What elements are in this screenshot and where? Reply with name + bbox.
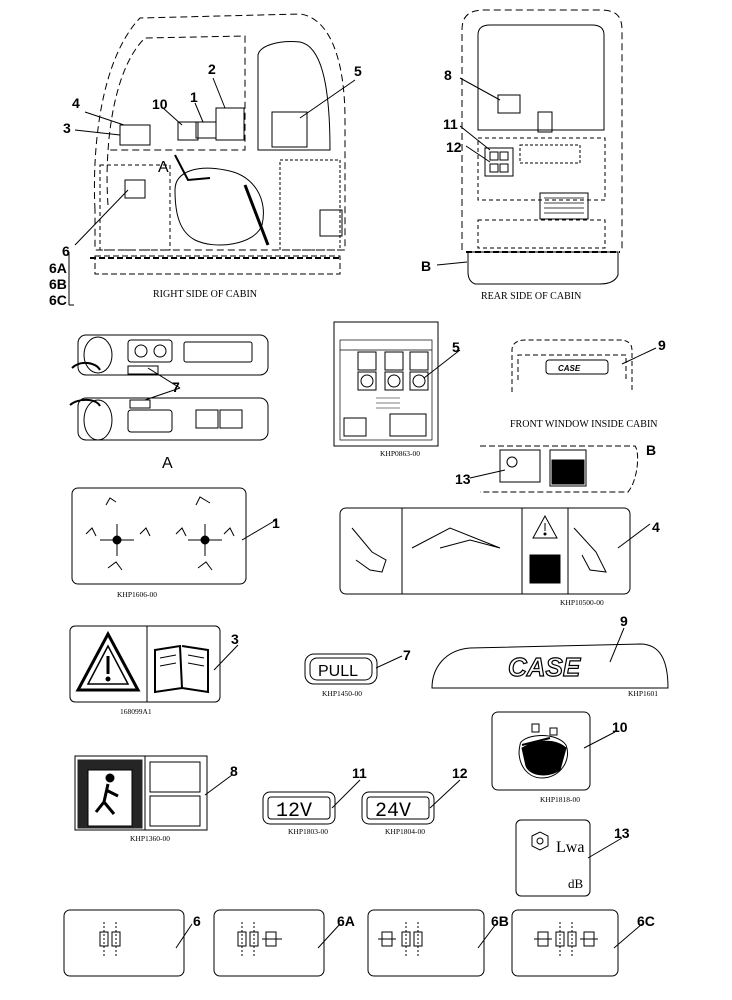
callout-6a-decal: 6A bbox=[337, 913, 355, 929]
callout-1-decal: 1 bbox=[272, 515, 280, 531]
decal-5-code: KHP0863-00 bbox=[380, 449, 420, 458]
callout-6-decal: 6 bbox=[193, 913, 201, 929]
callout-1: 1 bbox=[190, 89, 198, 105]
callout-10: 10 bbox=[152, 96, 168, 112]
warning-triangle-icon bbox=[75, 630, 141, 692]
text-12v: 12V bbox=[276, 800, 312, 823]
decal-1-code: KHP1606-00 bbox=[117, 590, 157, 599]
view-b-label: B bbox=[646, 442, 656, 458]
view-b-marker: B bbox=[421, 258, 431, 274]
callout-7-decal: 7 bbox=[403, 647, 411, 663]
caption-right-side: RIGHT SIDE OF CABIN bbox=[153, 289, 257, 300]
decal-10-battery-switch bbox=[491, 711, 616, 791]
callout-3-decal: 3 bbox=[231, 631, 239, 647]
callout-9-decal: 9 bbox=[620, 613, 628, 629]
text-24v: 24V bbox=[375, 800, 411, 823]
callout-8-decal: 8 bbox=[230, 763, 238, 779]
decal-7-pull bbox=[304, 653, 403, 685]
view-b-panel bbox=[469, 445, 639, 493]
callout-12-decal: 12 bbox=[452, 765, 468, 781]
case-logo-text: CASE bbox=[508, 652, 581, 682]
callout-6b: 6B bbox=[49, 276, 67, 292]
db-text: dB bbox=[568, 876, 584, 891]
lwa-text: Lwa bbox=[556, 839, 584, 856]
joystick-pattern-icon bbox=[85, 496, 235, 571]
callout-5-decal: 5 bbox=[452, 339, 460, 355]
right-side-leaders bbox=[68, 77, 356, 306]
decal-11-code: KHP1803-00 bbox=[288, 827, 328, 836]
view-a-caption: A bbox=[162, 455, 173, 472]
callout-4: 4 bbox=[72, 95, 80, 111]
rear-side-cabin-view bbox=[461, 9, 623, 285]
decal-13-noise-level bbox=[515, 819, 623, 897]
decal-5-instruction-chart bbox=[333, 321, 461, 447]
decal-6b bbox=[367, 909, 497, 977]
callout-6c: 6C bbox=[49, 292, 67, 308]
callout-11: 11 bbox=[443, 116, 458, 132]
callout-8: 8 bbox=[444, 67, 452, 83]
callout-12: 12 bbox=[446, 139, 462, 155]
decal-6 bbox=[63, 909, 193, 977]
callout-6b-decal: 6B bbox=[491, 913, 509, 929]
decal-4-code: KHP10500-00 bbox=[560, 598, 604, 607]
decal-10-code: KHP1818-00 bbox=[540, 795, 580, 804]
decal-6a bbox=[213, 909, 341, 977]
callout-13-decal: 13 bbox=[614, 825, 630, 841]
callout-9-window: 9 bbox=[658, 337, 666, 353]
exit-icon bbox=[77, 759, 143, 829]
callout-3: 3 bbox=[63, 120, 71, 136]
decal-11-12v bbox=[262, 779, 361, 825]
noise-icon bbox=[531, 831, 549, 851]
decal-9-case-logo bbox=[431, 627, 669, 689]
view-a-marker: A bbox=[158, 159, 169, 176]
callout-11-decal: 11 bbox=[352, 765, 367, 781]
right-side-cabin-view bbox=[90, 13, 346, 275]
decal-4-boom-warning bbox=[339, 507, 651, 595]
decal-7-code: KHP1450-00 bbox=[322, 689, 362, 698]
decal-6c bbox=[511, 909, 643, 977]
decal-12-code: KHP1804-00 bbox=[385, 827, 425, 836]
book-icon bbox=[154, 644, 209, 694]
callout-6c-decal: 6C bbox=[637, 913, 655, 929]
decal-8-emergency-exit bbox=[74, 755, 233, 831]
callout-4-decal: 4 bbox=[652, 519, 660, 535]
rear-side-leaders bbox=[436, 77, 501, 266]
decal-9-code: KHP1601 bbox=[628, 689, 658, 698]
decal-8-code: KHP1360-00 bbox=[130, 834, 170, 843]
window-case-logo: CASE bbox=[558, 364, 581, 373]
pull-text: PULL bbox=[318, 663, 358, 680]
callout-10-decal: 10 bbox=[612, 719, 628, 735]
right-side-callouts: 2 1 10 4 3 5 A 6 6A 6B 6C RIGHT SIDE OF … bbox=[49, 61, 362, 308]
decal-3-code: 168099A1 bbox=[120, 707, 152, 716]
decal-3-read-manual bbox=[69, 625, 239, 703]
callout-13-view-b: 13 bbox=[455, 471, 471, 487]
front-window-view: CASE bbox=[511, 339, 657, 392]
view-a-consoles bbox=[69, 334, 269, 441]
callout-2: 2 bbox=[208, 61, 216, 77]
callout-5: 5 bbox=[354, 63, 362, 79]
battery-switch-icon bbox=[518, 723, 568, 779]
caption-rear-side: REAR SIDE OF CABIN bbox=[481, 291, 581, 302]
callout-6a: 6A bbox=[49, 260, 67, 276]
decal-1-joystick-pattern bbox=[71, 487, 277, 585]
caption-front-window: FRONT WINDOW INSIDE CABIN bbox=[510, 419, 658, 430]
rear-side-callouts: 8 11 12 B REAR SIDE OF CABIN bbox=[421, 67, 581, 302]
callout-6: 6 bbox=[62, 243, 70, 259]
decal-12-24v bbox=[361, 779, 461, 825]
callout-7-view-a: 7 bbox=[172, 379, 180, 395]
